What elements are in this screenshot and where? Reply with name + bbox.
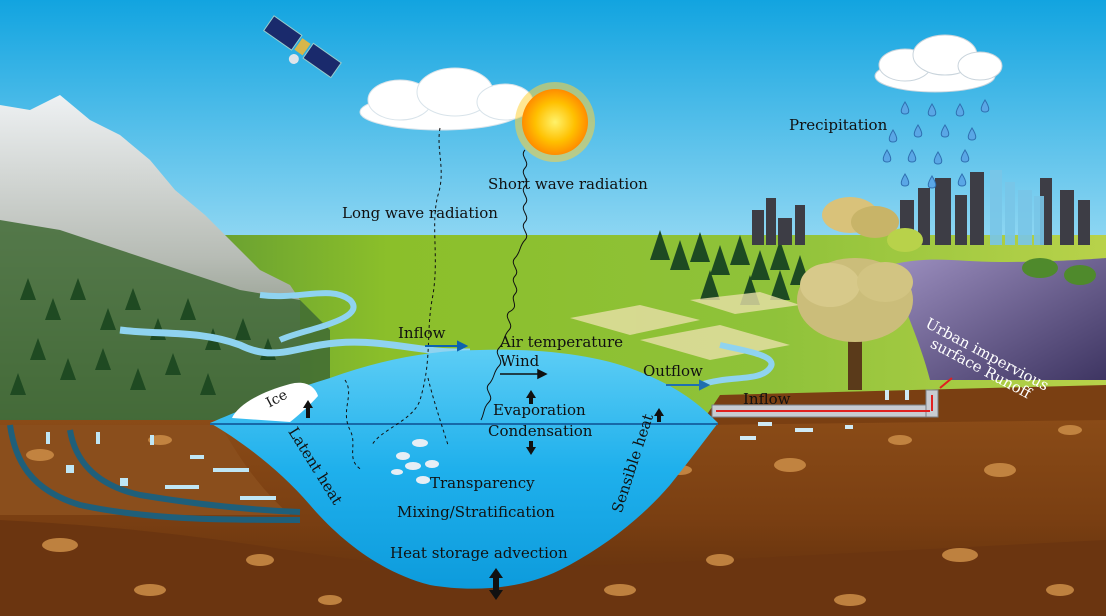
heat-storage-label: Heat storage advection <box>390 544 568 562</box>
short-wave-label: Short wave radiation <box>488 175 648 193</box>
inflow-pipe <box>711 377 953 418</box>
lake <box>210 349 718 589</box>
evaporation-label: Evaporation <box>493 401 586 419</box>
outflow-arrow <box>666 379 711 391</box>
vertical-arrows <box>303 390 664 600</box>
inflow-left-label: Inflow <box>398 324 446 342</box>
satellite <box>263 15 342 79</box>
wind-label: Wind <box>500 352 540 370</box>
long-wave-label: Long wave radiation <box>342 204 498 222</box>
cloud-center <box>359 67 534 131</box>
city-skyline <box>752 172 1090 245</box>
inflow-arrow <box>425 340 469 352</box>
river-left <box>119 326 471 357</box>
inflow-right-label: Inflow <box>743 390 791 408</box>
mixing-label: Mixing/Stratification <box>397 503 555 521</box>
glass-towers <box>990 170 1044 245</box>
groundwater-channels <box>7 424 301 523</box>
river-upper <box>259 290 357 343</box>
outflow-label: Outflow <box>643 362 703 380</box>
urban-road <box>890 258 1106 380</box>
urban-groundwater-arrows <box>740 390 909 440</box>
cloud-right <box>874 34 1003 93</box>
long-wave-mid-line <box>427 377 449 446</box>
city-trees <box>822 197 1096 285</box>
rain-drops <box>882 99 990 189</box>
mountain-forest <box>0 220 330 420</box>
wind-arrow <box>500 368 548 380</box>
fish-school <box>391 439 439 484</box>
groundwater-arrows <box>46 432 276 500</box>
condensation-label: Condensation <box>488 422 593 440</box>
air-temperature-label: Air temperature <box>500 333 624 351</box>
big-tree <box>797 258 913 390</box>
precipitation-label: Precipitation <box>789 116 888 134</box>
ice-sheet <box>232 382 318 422</box>
long-wave-left-line <box>344 379 363 471</box>
transparency-label: Transparency <box>430 474 535 492</box>
river-outflow <box>699 342 775 388</box>
sun <box>515 82 595 162</box>
far-forest <box>650 230 810 305</box>
long-wave-line <box>371 127 442 446</box>
short-wave-line <box>480 149 528 421</box>
